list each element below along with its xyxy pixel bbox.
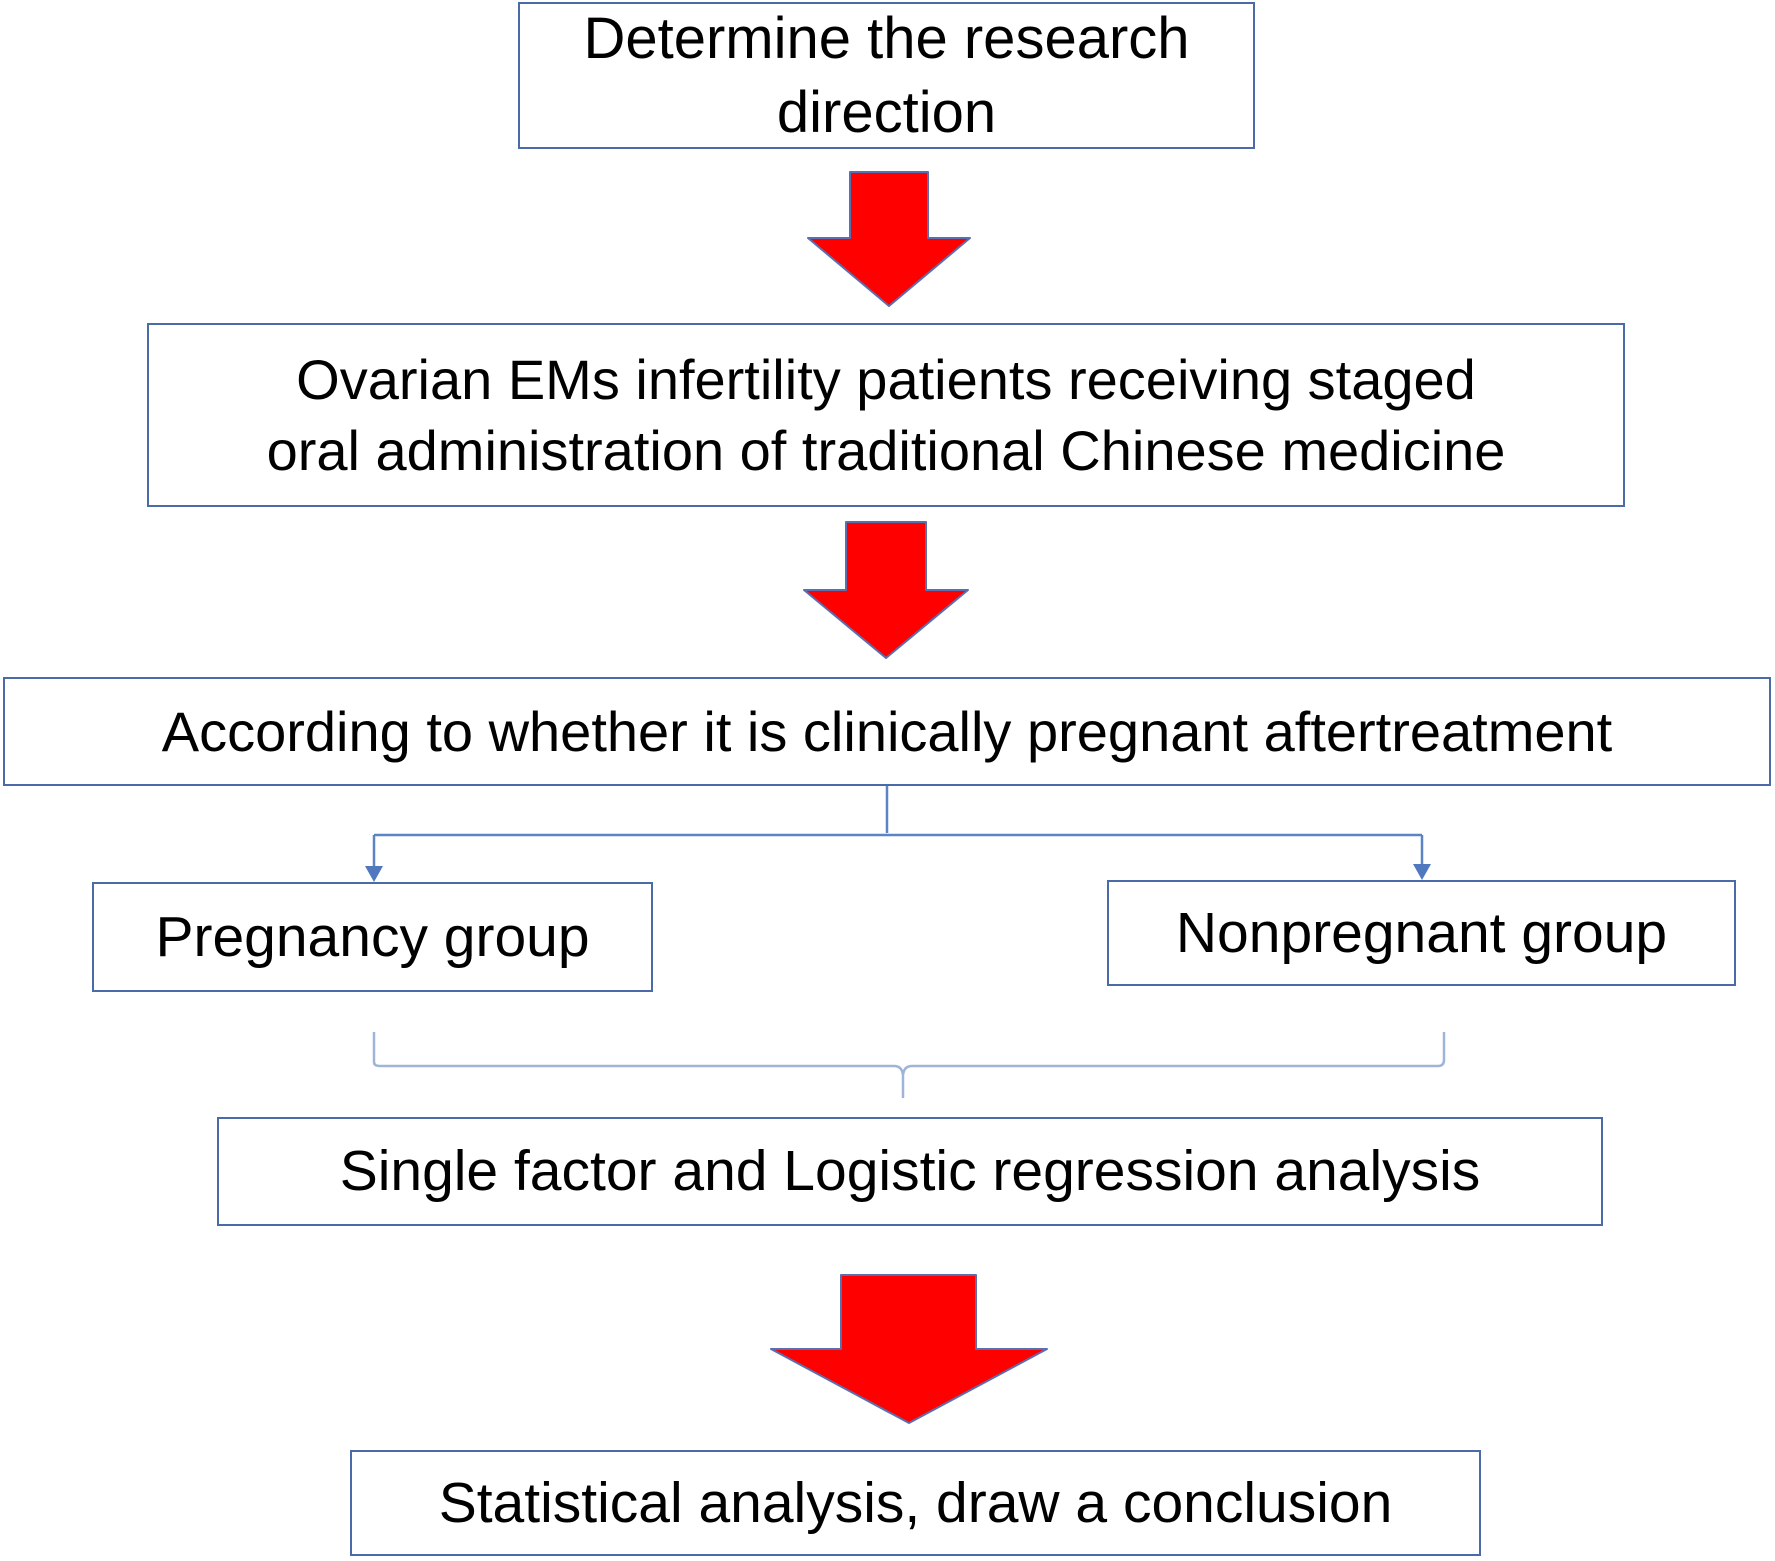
flow-arrow-2 bbox=[803, 521, 969, 659]
nonpregnant-group-box: Nonpregnant group bbox=[1107, 880, 1736, 986]
step-conclusion: Statistical analysis, draw a conclusion bbox=[350, 1450, 1481, 1556]
split-connector bbox=[372, 786, 1424, 868]
arrowhead-to-nonpregnant-group bbox=[1413, 864, 1431, 880]
pregnancy-group-box: Pregnancy group bbox=[92, 882, 653, 992]
flow-arrow-1 bbox=[807, 171, 971, 307]
step-patients: Ovarian EMs infertility patients receivi… bbox=[147, 323, 1625, 507]
step-regression-analysis: Single factor and Logistic regression an… bbox=[217, 1117, 1603, 1226]
step-research-direction: Determine the research direction bbox=[518, 2, 1255, 149]
step-patients-line-2: oral administration of traditional Chine… bbox=[266, 419, 1506, 482]
step-patients-line-1: Ovarian EMs infertility patients receivi… bbox=[296, 347, 1476, 411]
flow-arrow-3 bbox=[770, 1274, 1048, 1424]
step-research-direction-line-2: direction bbox=[776, 79, 997, 145]
merge-bracket bbox=[372, 1032, 1446, 1098]
step-research-direction-line-1: Determine the research bbox=[583, 5, 1190, 71]
arrowhead-to-pregnancy-group bbox=[365, 866, 383, 882]
step-grouping: According to whether it is clinically pr… bbox=[3, 677, 1771, 786]
